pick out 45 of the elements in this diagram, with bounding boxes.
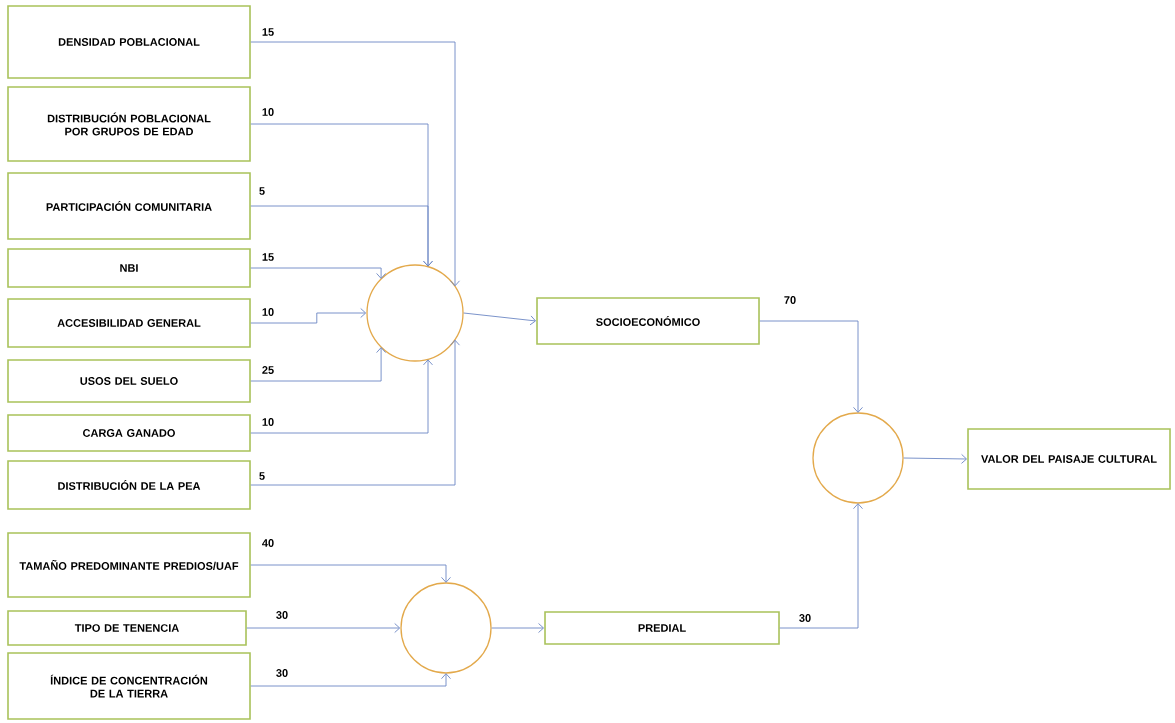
factor-box: VALOR DEL PAISAJE CULTURAL xyxy=(967,428,1171,490)
factor-box: PREDIAL xyxy=(544,611,780,645)
arrow xyxy=(250,347,387,382)
factor-box: DISTRIBUCIÓN POBLACIONAL POR GRUPOS DE EDAD xyxy=(7,86,251,162)
weight-label: 70 xyxy=(782,295,798,305)
arrow xyxy=(250,308,367,324)
factor-box: DENSIDAD POBLACIONAL xyxy=(7,5,251,79)
factor-box: SOCIOECONÓMICO xyxy=(536,297,760,345)
arrow xyxy=(779,503,863,629)
arrow xyxy=(250,205,433,267)
factor-box: USOS DEL SUELO xyxy=(7,359,251,403)
aggregation-circle xyxy=(812,412,904,504)
arrow xyxy=(250,673,451,687)
weight-label: 10 xyxy=(260,417,276,427)
weight-label: 15 xyxy=(260,252,276,262)
factor-box: NBI xyxy=(7,248,251,288)
weight-label: 5 xyxy=(257,471,267,481)
factor-box: PARTICIPACIÓN COMUNITARIA xyxy=(7,172,251,240)
arrow xyxy=(250,339,460,486)
arrow xyxy=(759,320,863,413)
weight-label: 10 xyxy=(260,307,276,317)
factor-box: ÍNDICE DE CONCENTRACIÓN DE LA TIERRA xyxy=(7,652,251,720)
weight-label: 15 xyxy=(260,27,276,37)
arrow xyxy=(250,41,460,287)
factor-box: TAMAÑO PREDOMINANTE PREDIOS/UAF xyxy=(7,532,251,598)
factor-box: DISTRIBUCIÓN DE LA PEA xyxy=(7,460,251,510)
weight-label: 5 xyxy=(257,186,267,196)
weight-label: 10 xyxy=(260,107,276,117)
arrow xyxy=(491,623,544,633)
arrow xyxy=(246,623,401,633)
factor-box: TIPO DE TENENCIA xyxy=(7,610,247,646)
weight-label: 30 xyxy=(274,610,290,620)
arrow xyxy=(903,453,967,464)
weight-label: 25 xyxy=(260,365,276,375)
weight-label: 30 xyxy=(274,668,290,678)
aggregation-circle xyxy=(366,264,464,362)
arrow xyxy=(250,267,387,279)
factor-box: ACCESIBILIDAD GENERAL xyxy=(7,298,251,348)
arrow xyxy=(463,312,536,326)
factor-box: CARGA GANADO xyxy=(7,414,251,452)
aggregation-circle xyxy=(400,582,492,674)
weight-label: 30 xyxy=(797,613,813,623)
arrow xyxy=(250,564,451,583)
weight-label: 40 xyxy=(260,538,276,548)
arrow xyxy=(250,359,433,434)
